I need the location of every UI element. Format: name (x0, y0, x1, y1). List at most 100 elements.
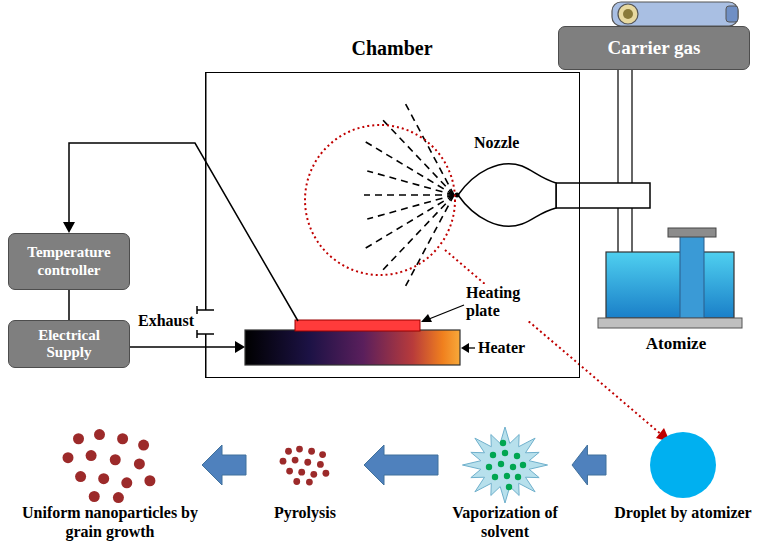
particle (94, 429, 105, 440)
base-plate (598, 318, 742, 328)
process-arrow (572, 445, 606, 485)
spray-ray (405, 195, 454, 288)
particle (296, 446, 303, 453)
zoom-arrow (445, 250, 662, 435)
cylinder-cap (726, 6, 738, 22)
solute-dot (515, 474, 521, 480)
particle (306, 479, 313, 486)
leader-line (429, 305, 464, 319)
heater-block (245, 330, 460, 365)
wire-connector (68, 290, 70, 320)
gas-pipe (618, 70, 632, 262)
burst-shape (462, 427, 547, 503)
valve-hub (623, 9, 633, 19)
node-text: Droplet by atomizer (610, 503, 756, 522)
particle (293, 478, 300, 485)
particle (73, 433, 84, 444)
spray-ray (364, 194, 454, 196)
process-arrow (202, 445, 246, 485)
particle (319, 451, 326, 458)
particle (286, 468, 293, 475)
particle (298, 469, 305, 476)
process-stage: Pyrolysis (250, 425, 360, 522)
process-stage: Uniform nanoparticles by grain growth (22, 425, 198, 541)
part-label: Exhaust (128, 312, 194, 330)
solute-dot (486, 464, 492, 470)
solute-dot (514, 453, 520, 459)
spray-ray (367, 171, 454, 195)
particle (113, 492, 124, 503)
spray-ray (367, 195, 454, 219)
atomizer-column (680, 236, 704, 318)
gas-cylinder (612, 2, 738, 26)
particle (285, 448, 292, 455)
droplet (650, 432, 716, 498)
pyrolysis-particles (280, 446, 330, 486)
spray-ray (382, 119, 454, 195)
particle (134, 458, 145, 469)
pipe-line (617, 70, 619, 262)
spray-ray (364, 141, 454, 195)
particle (89, 491, 100, 502)
spray-ray (382, 195, 454, 271)
process-stage: Vaporization of solvent (442, 425, 568, 541)
exhaust-port (196, 306, 198, 314)
part-label: Heating plate (466, 284, 530, 321)
chamber-heading: Chamber (205, 37, 579, 60)
wire-arrowhead (63, 222, 75, 233)
process-arrow (364, 445, 438, 485)
solute-dot (510, 464, 516, 470)
node-text: Carrier gas (607, 37, 700, 59)
atomizer (598, 228, 742, 328)
spray-rays (364, 102, 454, 287)
wall-line (205, 72, 207, 310)
particle (310, 471, 317, 478)
process-stage: Droplet by atomizer (610, 425, 756, 522)
solute-dot (492, 474, 498, 480)
node-text: Uniform nanoparticles by grain growth (22, 503, 198, 541)
gas-source-box: Carrier gas (558, 26, 750, 70)
part-label: Heater (478, 339, 542, 357)
power-wire (130, 346, 236, 348)
particle (280, 458, 287, 465)
chamber-wall (197, 72, 214, 378)
wall-line (205, 334, 207, 378)
particle (308, 448, 315, 455)
solute-dot (498, 461, 504, 467)
solute-dot (506, 484, 512, 490)
particle (117, 433, 128, 444)
heating-plate (295, 320, 420, 331)
solute-dot (504, 473, 510, 479)
node-text: Pyrolysis (250, 503, 360, 522)
zoom-circle (305, 125, 455, 275)
leader-arrowhead (421, 314, 432, 322)
exhaust-port (197, 309, 214, 311)
particle (304, 459, 311, 466)
pipe-line (631, 70, 633, 262)
particle (144, 475, 155, 486)
vapor-burst (462, 427, 547, 503)
solute-dot (502, 450, 508, 456)
cylinder-body (612, 2, 738, 26)
exhaust-port (197, 333, 214, 335)
solute-dot (520, 462, 526, 468)
controller-box: Temperature controller (8, 233, 130, 290)
solute-dot (500, 440, 506, 446)
chamber-box: Chamber (205, 72, 580, 378)
liquid-bath (606, 252, 734, 318)
column-cap (668, 228, 716, 237)
part-label: Atomize (626, 334, 726, 354)
nozzle-body (458, 164, 556, 227)
node-text: Electrical Supply (14, 327, 124, 362)
particle (323, 470, 330, 477)
particle (98, 473, 109, 484)
exhaust-port (196, 330, 198, 338)
nozzle-tube (556, 183, 650, 208)
node-text: Temperature controller (14, 244, 124, 279)
valve-wheel (618, 4, 638, 24)
particle (138, 440, 149, 451)
leader-line (468, 347, 475, 348)
wire-arrowhead (235, 341, 245, 353)
node-text: Vaporization of solvent (442, 503, 568, 541)
particle (292, 457, 299, 464)
